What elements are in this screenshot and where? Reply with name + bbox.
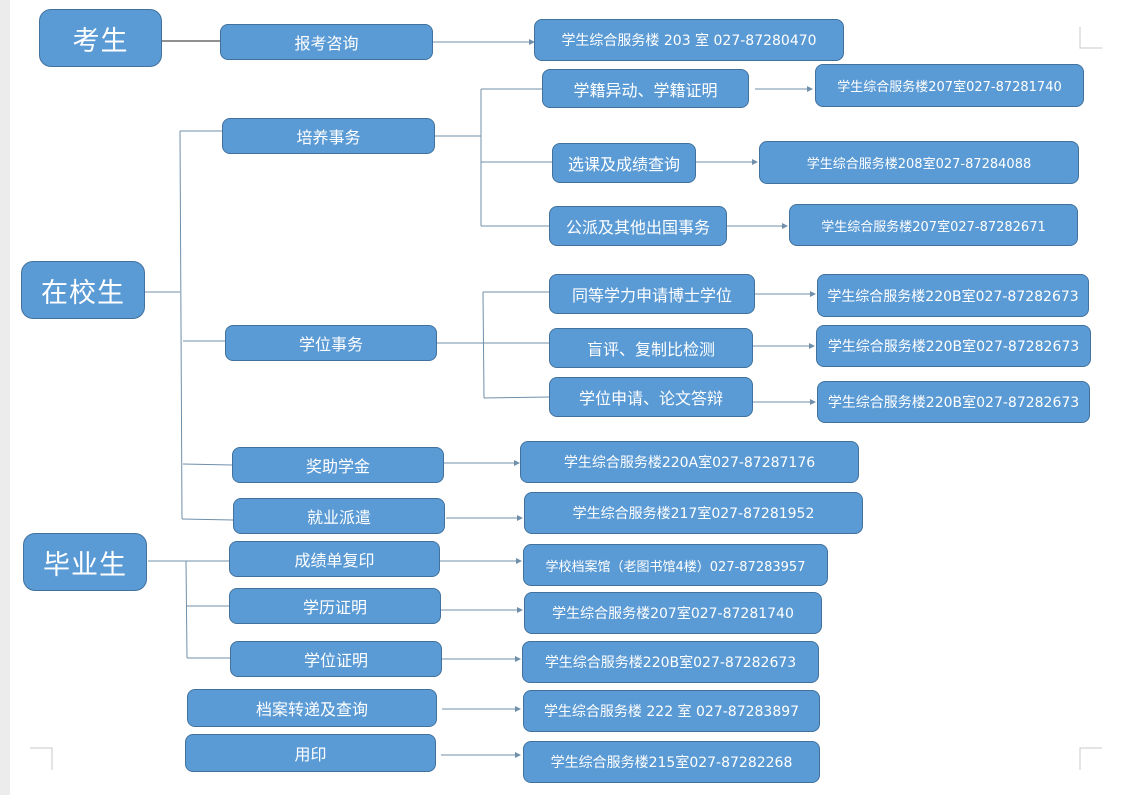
corner-mark: [1079, 747, 1102, 770]
page-margin: [0, 0, 10, 795]
service-transcript-copy[interactable]: 成绩单复印: [229, 541, 440, 577]
location-box: 学生综合服务楼220B室027-87282673: [816, 325, 1091, 367]
location-box: 学生综合服务楼208室027-87284088: [759, 141, 1079, 184]
connector: [483, 396, 550, 399]
location-box: 学生综合服务楼207室027-87281740: [815, 64, 1084, 107]
connector: [182, 463, 233, 466]
connector: [185, 560, 188, 659]
corner-mark: [1079, 27, 1102, 49]
connector: [181, 518, 234, 521]
service-exam-consult[interactable]: 报考咨询: [220, 24, 433, 60]
location-box: 学生综合服务楼 203 室 027-87280470: [534, 19, 844, 61]
service-employment[interactable]: 就业派遣: [233, 498, 445, 534]
subservice-course-grades[interactable]: 选课及成绩查询: [552, 143, 696, 183]
corner-mark: [30, 747, 53, 770]
category-applicant[interactable]: 考生: [39, 9, 162, 67]
subservice-thesis-defense[interactable]: 学位申请、论文答辩: [549, 377, 753, 417]
location-box: 学生综合服务楼220A室027-87287176: [520, 441, 859, 483]
subservice-equivalent-phd[interactable]: 同等学力申请博士学位: [549, 274, 755, 314]
connector: [179, 130, 183, 520]
location-box: 学生综合服务楼217室027-87281952: [524, 492, 863, 534]
location-box: 学校档案馆（老图书馆4楼）027-87283957: [523, 544, 828, 586]
location-box: 学生综合服务楼 222 室 027-87283897: [523, 690, 820, 732]
location-box: 学生综合服务楼220B室027-87282673: [817, 381, 1090, 423]
location-box: 学生综合服务楼207室027-87281740: [524, 592, 822, 634]
service-degree-certificate[interactable]: 学位证明: [230, 641, 442, 677]
subservice-study-abroad[interactable]: 公派及其他出国事务: [549, 206, 727, 246]
subservice-blind-review[interactable]: 盲评、复制比检测: [549, 328, 753, 368]
subservice-status-change[interactable]: 学籍异动、学籍证明: [542, 69, 749, 108]
service-archive-transfer[interactable]: 档案转递及查询: [187, 689, 437, 727]
service-training-affairs[interactable]: 培养事务: [222, 118, 435, 154]
location-box: 学生综合服务楼215室027-87282268: [523, 741, 820, 783]
service-seal[interactable]: 用印: [185, 734, 436, 772]
location-box: 学生综合服务楼220B室027-87282673: [817, 274, 1089, 317]
category-graduate[interactable]: 毕业生: [23, 533, 147, 591]
location-box: 学生综合服务楼220B室027-87282673: [522, 641, 819, 683]
location-box: 学生综合服务楼207室027-87282671: [789, 204, 1078, 246]
service-education-certificate[interactable]: 学历证明: [229, 588, 441, 624]
connector: [482, 291, 485, 399]
category-current-student[interactable]: 在校生: [21, 261, 145, 319]
service-degree-affairs[interactable]: 学位事务: [225, 325, 437, 361]
service-scholarship[interactable]: 奖助学金: [232, 447, 444, 483]
